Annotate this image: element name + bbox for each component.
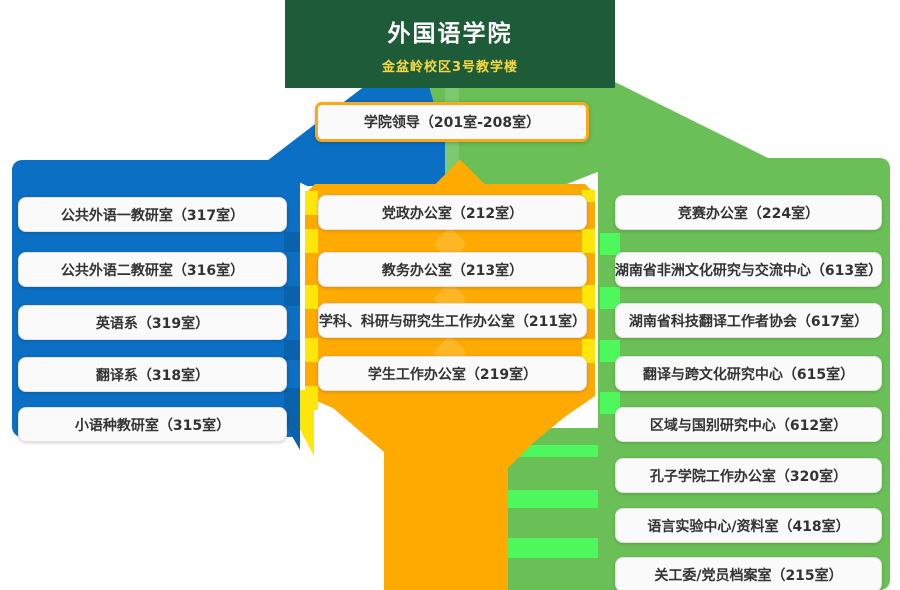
green-connector-stub <box>508 490 620 508</box>
yellow-edge-tab-left <box>305 229 318 253</box>
org-box-admin-offices-3: 学生工作办公室（219室） <box>318 356 587 391</box>
green-connector-stub <box>508 538 620 558</box>
org-box-centers-and-services-3: 翻译与跨文化研究中心（615室） <box>615 356 882 391</box>
org-box-teaching-departments-3: 翻译系（318室） <box>18 357 287 392</box>
green-edge-tab <box>600 340 620 362</box>
org-box-admin-offices-2: 学科、科研与研究生工作办公室（211室） <box>318 303 587 338</box>
green-connector-stub <box>508 445 620 457</box>
blue-edge-tab <box>284 286 300 306</box>
blue-edge-tab <box>284 390 300 410</box>
org-box-centers-and-services-5: 孔子学院工作办公室（320室） <box>615 458 882 493</box>
college-title: 外国语学院 <box>387 20 513 47</box>
org-box-centers-and-services-2: 湖南省科技翻译工作者协会（617室） <box>615 303 882 338</box>
college-header: 外国语学院 金盆岭校区3号教学楼 <box>285 0 615 88</box>
college-subtitle: 金盆岭校区3号教学楼 <box>381 59 519 75</box>
blue-edge-tab <box>284 232 300 252</box>
blue-edge-tab <box>284 340 300 360</box>
org-box-centers-and-services-0: 竞赛办公室（224室） <box>615 195 882 230</box>
org-box-teaching-departments-1: 公共外语二教研室（316室） <box>18 252 287 287</box>
green-edge-tab <box>600 287 620 309</box>
org-box-centers-and-services-7: 关工委/党员档案室（215室） <box>615 557 882 590</box>
yellow-edge-tab-right <box>582 285 595 309</box>
yellow-edge-tab-left <box>305 191 318 215</box>
org-box-teaching-departments-2: 英语系（319室） <box>18 305 287 340</box>
yellow-edge-tab-left <box>305 285 318 309</box>
yellow-edge-tab-right <box>582 339 595 363</box>
green-edge-tab <box>600 233 620 255</box>
yellow-edge-tab-right <box>582 229 595 253</box>
yellow-edge-tab-left <box>305 386 318 410</box>
leadership-box: 学院领导（201室-208室） <box>315 102 589 142</box>
org-box-admin-offices-1: 教务办公室（213室） <box>318 252 587 287</box>
org-box-centers-and-services-4: 区域与国别研究中心（612室） <box>615 407 882 442</box>
org-box-admin-offices-0: 党政办公室（212室） <box>318 195 587 230</box>
org-box-teaching-departments-4: 小语种教研室（315室） <box>18 407 287 442</box>
green-edge-tab <box>600 392 620 414</box>
org-box-centers-and-services-6: 语言实验中心/资料室（418室） <box>615 508 882 543</box>
org-box-teaching-departments-0: 公共外语一教研室（317室） <box>18 197 287 232</box>
org-box-centers-and-services-1: 湖南省非洲文化研究与交流中心（613室） <box>615 252 882 287</box>
yellow-edge-tab-left <box>305 338 318 362</box>
